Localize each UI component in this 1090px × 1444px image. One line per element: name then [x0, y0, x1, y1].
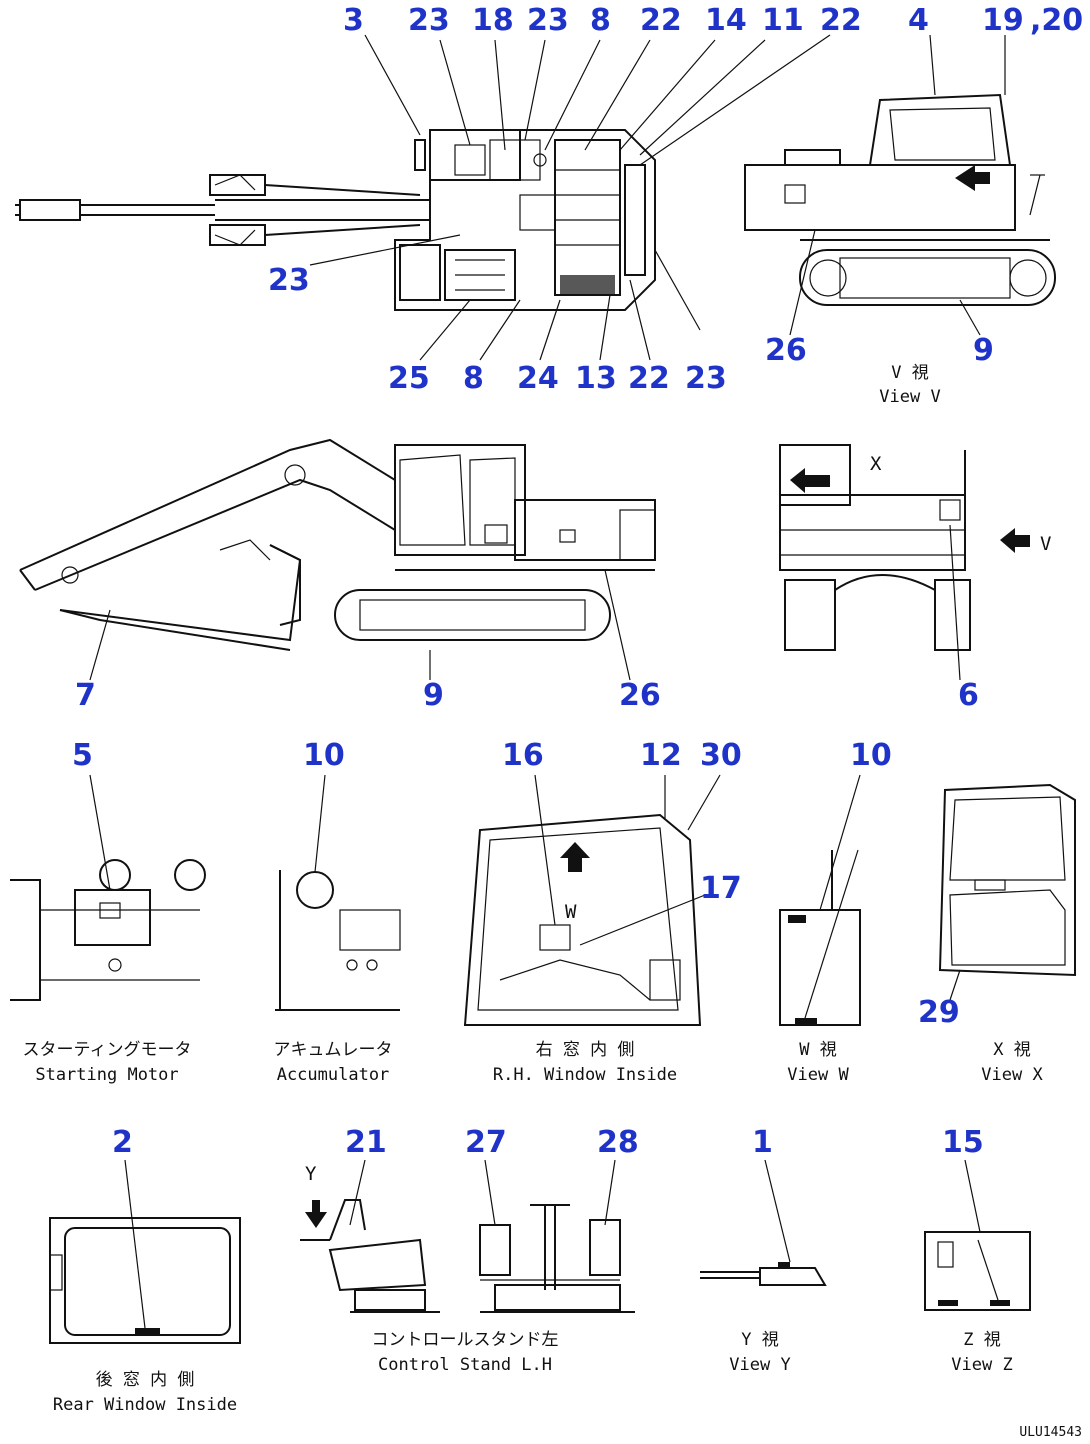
caption-view-x-jp: X 視: [993, 1040, 1030, 1060]
callout-30: 30: [700, 738, 742, 773]
callout-19: 19: [982, 3, 1024, 38]
callout-11: 11: [762, 3, 804, 38]
rear-view-drawing: [779, 444, 1030, 681]
callout-14: 14: [705, 3, 747, 38]
caption-rh-window-jp: 右 窓 内 側: [536, 1040, 635, 1060]
accumulator-drawing: [275, 774, 401, 1011]
callout-29: 29: [918, 995, 960, 1030]
callout-21: 21: [345, 1125, 387, 1160]
callout-25: 25: [388, 361, 430, 396]
caption-starting-motor-en: Starting Motor: [35, 1065, 178, 1085]
caption-view-y-en: View Y: [729, 1355, 790, 1375]
drawing-code: ULU14543: [1019, 1425, 1082, 1440]
callout-8: 8: [590, 3, 611, 38]
caption-view-w-jp: W 視: [799, 1040, 836, 1060]
caption-view-z-jp: Z 視: [963, 1330, 1000, 1350]
callout-8: 8: [463, 361, 484, 396]
caption-rh-window-en: R.H. Window Inside: [493, 1065, 677, 1085]
callout-9: 9: [973, 333, 994, 368]
rh-window-drawing: [463, 774, 721, 1026]
caption-view-x-en: View X: [981, 1065, 1043, 1085]
callout-9: 9: [423, 678, 444, 713]
callout-22: 22: [628, 361, 670, 396]
control-stand-drawing: [300, 1159, 635, 1313]
callout-2: 2: [112, 1125, 133, 1160]
callout-10: 10: [850, 738, 892, 773]
callout-28: 28: [597, 1125, 639, 1160]
callout-20: ,20: [1030, 3, 1083, 38]
top-view-drawing: [15, 34, 831, 361]
callout-17: 17: [700, 871, 742, 906]
caption-view-w-en: View W: [787, 1065, 849, 1085]
callout-5: 5: [72, 738, 93, 773]
callout-15: 15: [942, 1125, 984, 1160]
callout-23: 23: [527, 3, 569, 38]
callout-7: 7: [75, 678, 96, 713]
callout-13: 13: [575, 361, 617, 396]
view-letter-v: V: [1040, 533, 1051, 555]
callout-24: 24: [517, 361, 559, 396]
callout-4: 4: [908, 3, 929, 38]
side-view-drawing: [19, 438, 656, 681]
view-y-drawing: [700, 1159, 827, 1286]
caption-view-v-jp: V 視: [891, 363, 928, 383]
caption-view-v-en: View V: [879, 387, 940, 407]
callout-23: 23: [268, 263, 310, 298]
rear-window-drawing: [49, 1159, 241, 1344]
callout-26: 26: [619, 678, 661, 713]
view-v-drawing: [744, 34, 1056, 336]
caption-accumulator-jp: アキュムレータ: [274, 1040, 393, 1060]
starting-motor-drawing: [10, 774, 206, 1001]
callout-1: 1: [752, 1125, 773, 1160]
view-x-drawing: [938, 783, 1076, 1001]
caption-accumulator-en: Accumulator: [277, 1065, 390, 1085]
callout-18: 18: [472, 3, 514, 38]
view-w-drawing: [779, 774, 861, 1026]
callout-23: 23: [408, 3, 450, 38]
caption-control-stand-en: Control Stand L.H: [378, 1355, 552, 1375]
callout-10: 10: [303, 738, 345, 773]
callout-16: 16: [502, 738, 544, 773]
caption-starting-motor-jp: スターティングモータ: [23, 1040, 192, 1060]
callout-26: 26: [765, 333, 807, 368]
caption-rear-window-jp: 後 窓 内 側: [96, 1370, 195, 1390]
callout-27: 27: [465, 1125, 507, 1160]
caption-control-stand-jp: コントロールスタンド左: [372, 1330, 559, 1350]
callout-12: 12: [640, 738, 682, 773]
callout-22: 22: [820, 3, 862, 38]
callout-22: 22: [640, 3, 682, 38]
view-letter-w: W: [565, 901, 577, 923]
caption-view-z-en: View Z: [951, 1355, 1012, 1375]
callout-6: 6: [958, 678, 979, 713]
caption-view-y-jp: Y 視: [741, 1330, 778, 1350]
caption-rear-window-en: Rear Window Inside: [53, 1395, 237, 1415]
view-z-drawing: [924, 1159, 1031, 1311]
callout-3: 3: [343, 3, 364, 38]
view-letter-y: Y: [305, 1163, 317, 1185]
callout-23: 23: [685, 361, 727, 396]
view-letter-x: X: [870, 453, 882, 475]
